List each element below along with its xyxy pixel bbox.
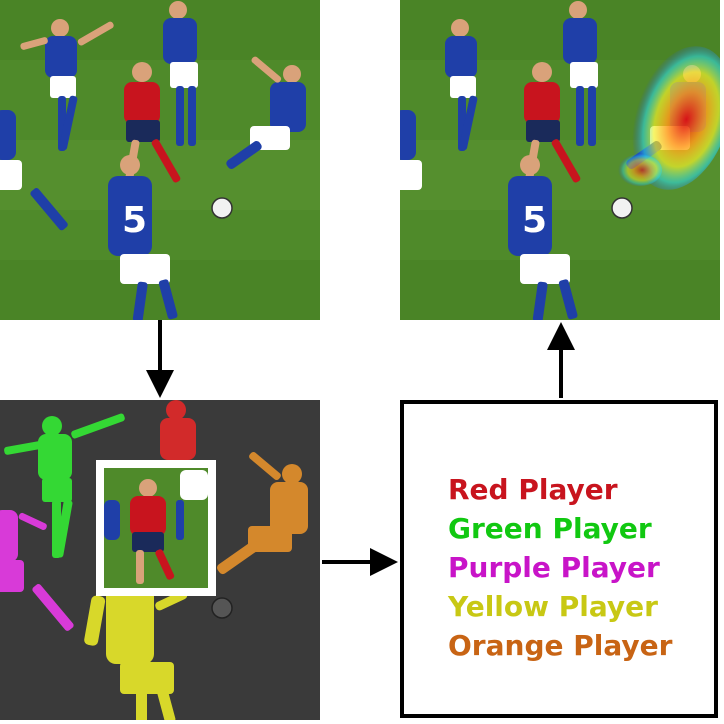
player-italy-19 (563, 1, 598, 146)
mask-red-player (160, 400, 196, 460)
arrow-right (322, 548, 398, 576)
player-italy-left (0, 110, 68, 231)
heatmap-photo-panel: 5 (400, 0, 720, 320)
player-spain-red (123, 62, 181, 190)
crop-box (96, 460, 216, 596)
player-legend: Red Player Green Player Purple Player Ye… (448, 470, 672, 665)
soccer-ball (211, 597, 233, 619)
mask-yellow-player (84, 559, 188, 720)
segmentation-panel (0, 400, 320, 720)
legend-item-red: Red Player (448, 473, 618, 506)
player-italy-5: 5 (108, 155, 178, 320)
input-photo-panel: 5 (0, 0, 320, 320)
attention-heatmap (632, 46, 720, 190)
legend-item-orange: Orange Player (448, 629, 673, 662)
svg-text:5: 5 (122, 200, 147, 241)
mask-purple-player (0, 510, 74, 631)
player-italy-left (400, 110, 422, 190)
legend-item-yellow: Yellow Player (448, 590, 658, 623)
player-italy-8 (445, 19, 478, 151)
player-italy-19 (163, 1, 198, 146)
svg-text:5: 5 (522, 200, 547, 241)
mask-green-player (4, 413, 125, 558)
heatmap-photo: 5 (400, 0, 720, 320)
player-italy-3 (226, 56, 306, 169)
soccer-ball (211, 197, 233, 219)
arrow-down (146, 320, 174, 398)
soccer-ball (611, 197, 633, 219)
attention-heatmap-leg (618, 154, 662, 186)
player-legend-box: Red Player Green Player Purple Player Ye… (400, 400, 718, 718)
legend-item-purple: Purple Player (448, 551, 660, 584)
input-photo: 5 (0, 0, 320, 320)
segmentation-mask (0, 400, 320, 720)
legend-item-green: Green Player (448, 512, 652, 545)
player-italy-5: 5 (508, 155, 578, 320)
player-italy-8 (20, 19, 114, 151)
mask-orange-player (217, 451, 308, 575)
arrow-up (547, 322, 575, 398)
